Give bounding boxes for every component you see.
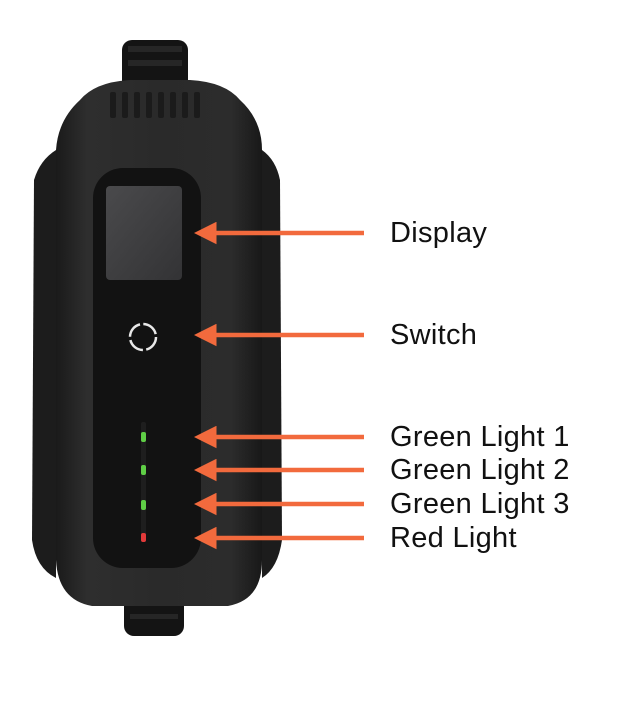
red-light bbox=[141, 533, 146, 542]
callout-arrows bbox=[194, 221, 364, 550]
green-light-1-label: Green Light 1 bbox=[390, 421, 570, 453]
switch-label: Switch bbox=[390, 319, 478, 351]
red-light-label: Red Light bbox=[390, 522, 517, 554]
indicator-light-strip bbox=[141, 422, 146, 542]
green-light-1 bbox=[141, 432, 146, 442]
green-light-2 bbox=[141, 465, 146, 475]
green-light-3-label: Green Light 3 bbox=[390, 488, 570, 520]
display-screen bbox=[106, 186, 182, 280]
top-cable bbox=[122, 40, 188, 92]
display-label: Display bbox=[390, 217, 488, 249]
green-light-2-label: Green Light 2 bbox=[390, 454, 570, 486]
power-ring-icon[interactable] bbox=[128, 322, 158, 352]
vent-ribs bbox=[110, 92, 200, 118]
green-light-3 bbox=[141, 500, 146, 510]
